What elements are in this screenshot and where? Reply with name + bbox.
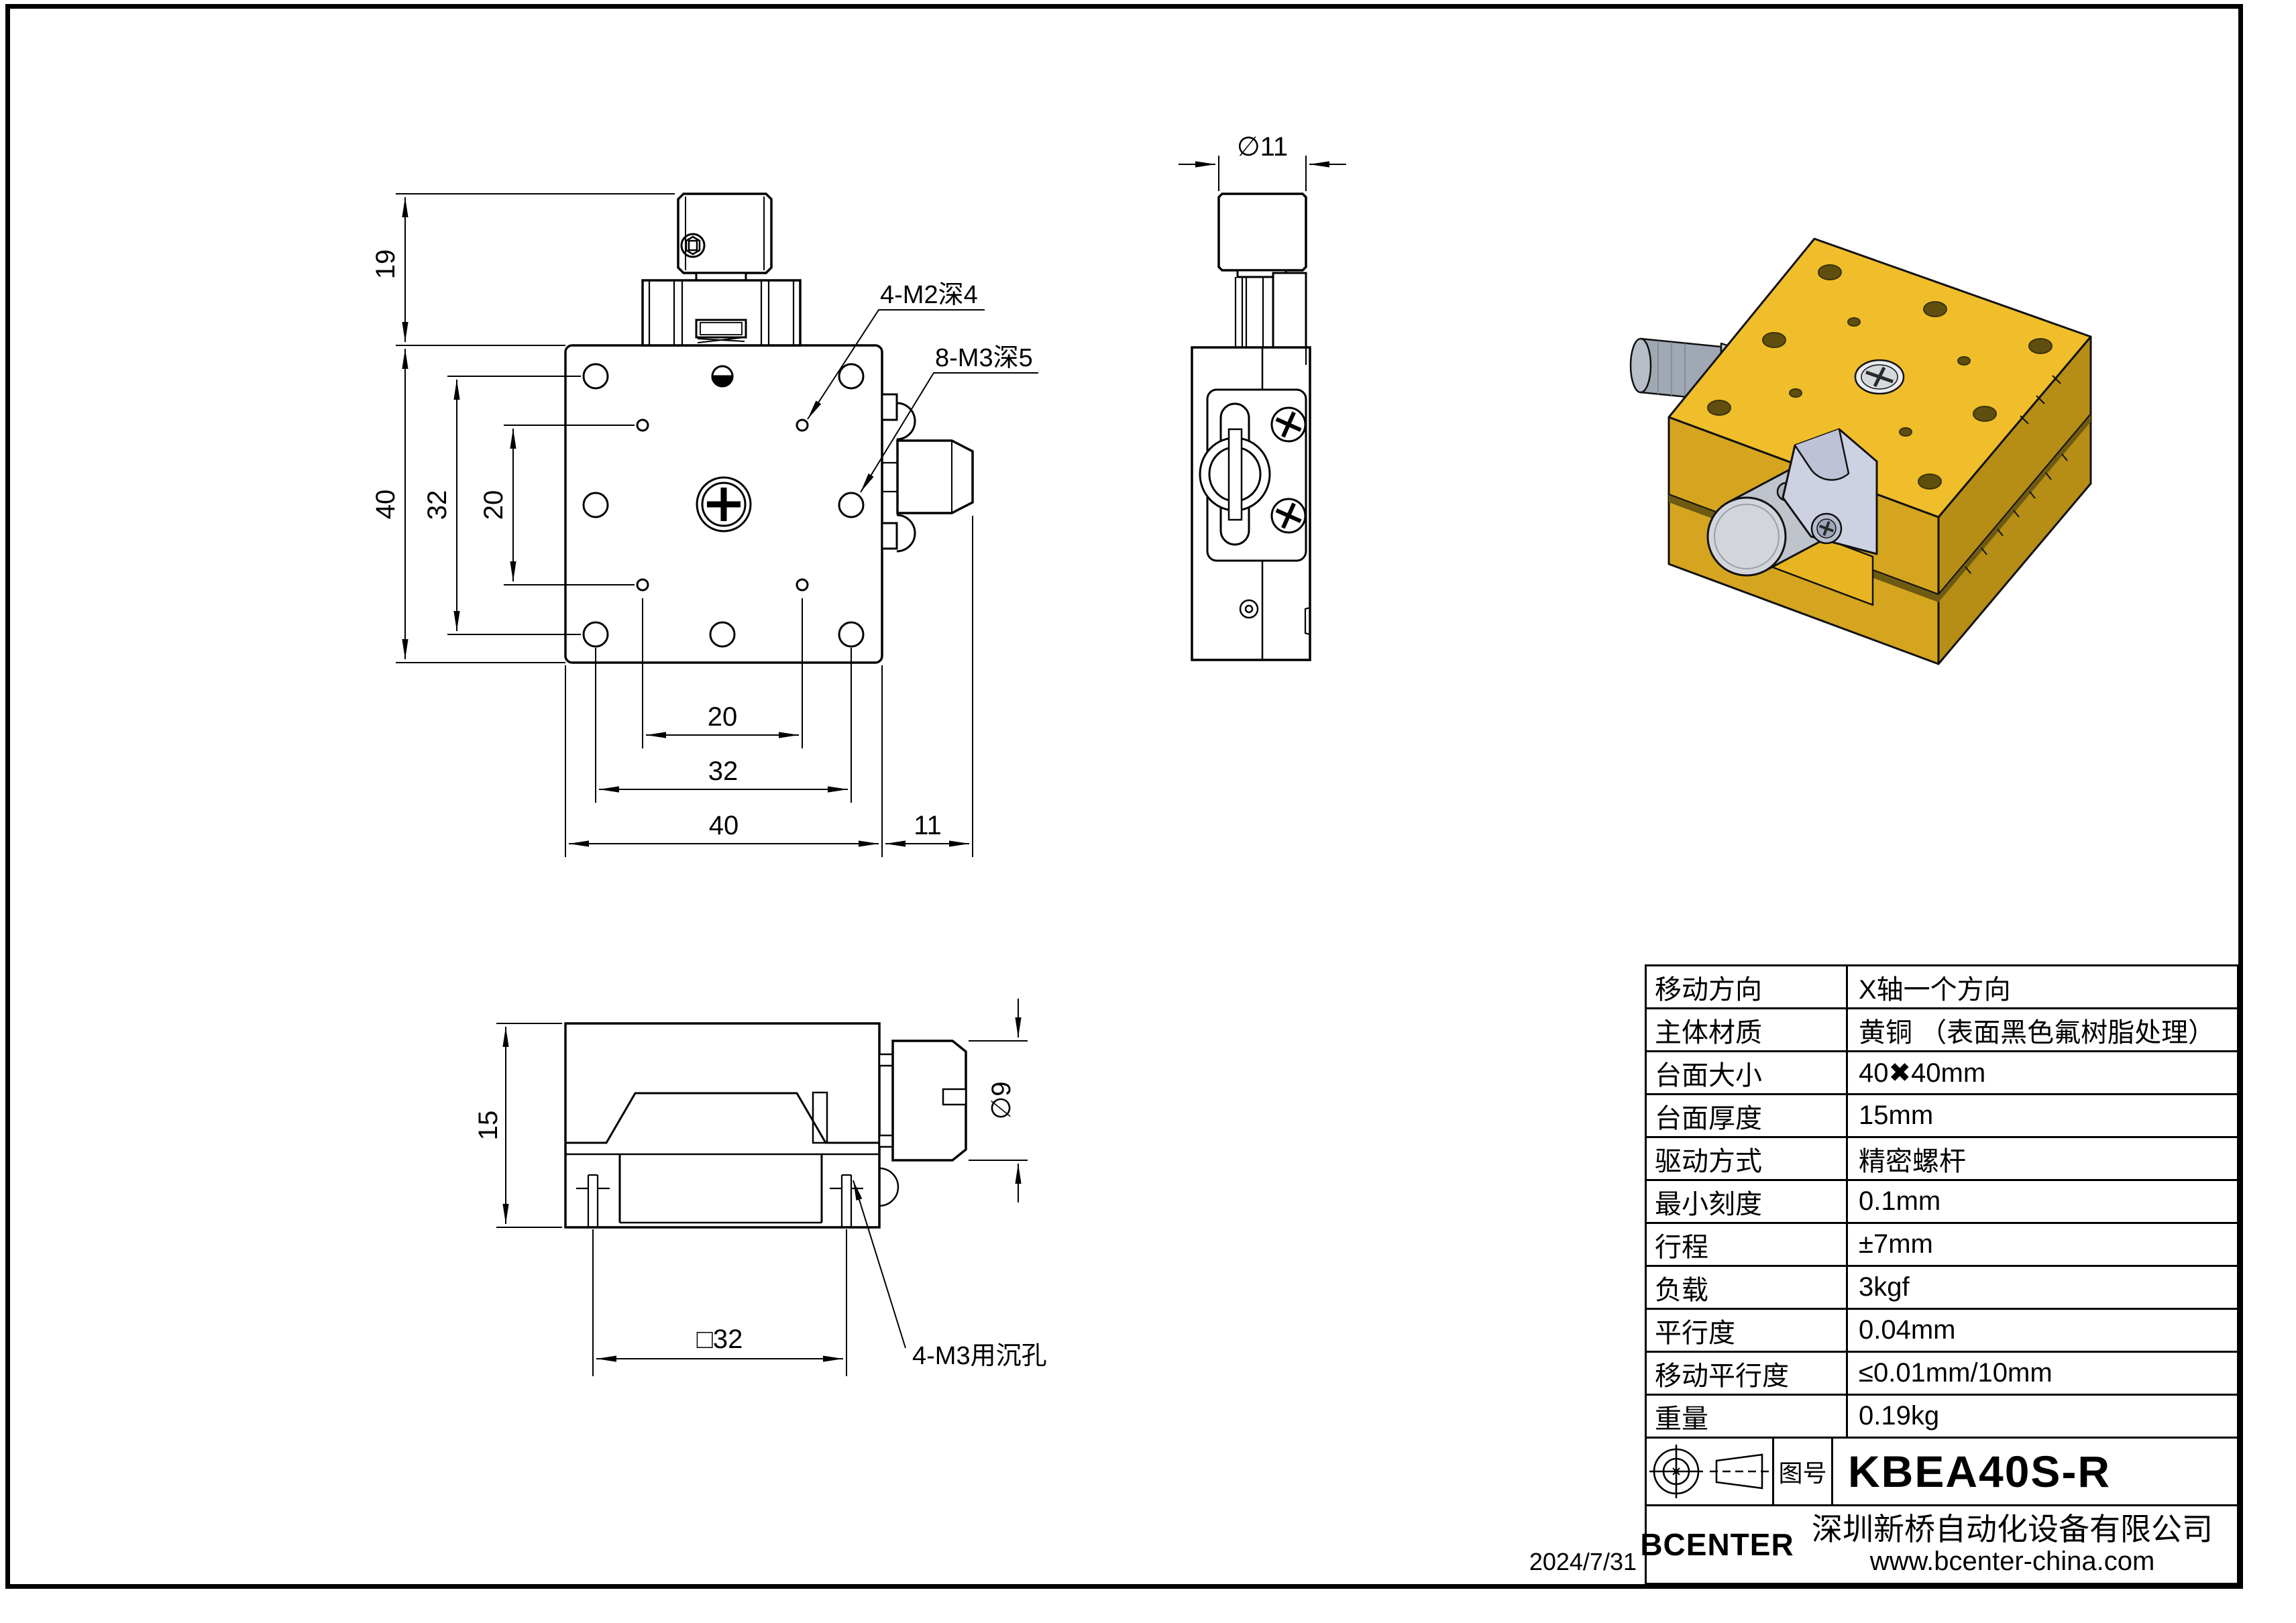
iso-clamp-icon <box>1782 428 1878 555</box>
table-row: 最小刻度 0.1mm <box>1647 1181 2237 1224</box>
spec-label: 移动平行度 <box>1647 1353 1848 1394</box>
side-view-dimensions <box>1179 156 1346 191</box>
company-name: 深圳新桥自动化设备有限公司 <box>1812 1511 2213 1547</box>
spec-value: 3kgf <box>1859 1272 1910 1302</box>
spec-value: 0.19kg <box>1859 1401 1940 1431</box>
knob-set-screw-icon <box>680 233 706 258</box>
dim-bottom-40: 40 <box>709 811 739 840</box>
dim-bottom-11: 11 <box>914 811 942 840</box>
spec-label: 主体材质 <box>1647 1009 1848 1050</box>
spec-value: 黄铜 （表面黑色氟树脂处理） <box>1859 1017 2216 1048</box>
dim-15: 15 <box>474 1111 503 1141</box>
spec-value: ±7mm <box>1859 1229 1933 1259</box>
spec-value: ≤0.01mm/10mm <box>1859 1358 2053 1388</box>
title-block-drawno-row: 图号 KBEA40S-R <box>1647 1439 2237 1506</box>
spec-value: X轴一个方向 <box>1859 974 2011 1005</box>
spec-label: 负载 <box>1647 1267 1848 1308</box>
bottom-view-dim-text: 15 □32 ∅9 4-M3用沉孔 <box>474 1081 1047 1370</box>
table-row: 移动平行度 ≤0.01mm/10mm <box>1647 1353 2237 1396</box>
dim-19: 19 <box>371 249 400 280</box>
dim-dia9: ∅9 <box>987 1081 1016 1119</box>
brand-logo: BCENTER <box>1640 1527 1794 1562</box>
spec-label: 行程 <box>1647 1224 1848 1265</box>
table-row: 台面大小 40✖40mm <box>1647 1052 2237 1095</box>
m3-holes <box>582 363 865 648</box>
spec-label: 重量 <box>1647 1396 1848 1437</box>
spec-value: 15mm <box>1859 1101 1934 1130</box>
table-row: 平行度 0.04mm <box>1647 1310 2237 1353</box>
table-row: 重量 0.19kg <box>1647 1396 2237 1439</box>
drawing-date: 2024/7/31 <box>1529 1548 1637 1575</box>
bottom-view-dimensions <box>496 999 1028 1376</box>
spec-value: 精密螺杆 <box>1859 1146 1966 1176</box>
note-counterbore: 4-M3用沉孔 <box>912 1342 1047 1370</box>
dim-20: 20 <box>479 490 508 520</box>
spec-label: 平行度 <box>1647 1310 1848 1351</box>
front-view-dim-text: 19 40 32 20 20 32 40 11 4-M2深4 8-M3深5 <box>371 249 1033 840</box>
table-row: 主体材质 黄铜 （表面黑色氟树脂处理） <box>1647 1009 2237 1052</box>
center-screw-icon <box>696 476 752 533</box>
table-row: 行程 ±7mm <box>1647 1224 2237 1267</box>
iso-center-screw-icon <box>1854 359 1905 395</box>
drawing-number: KBEA40S-R <box>1848 1447 2112 1496</box>
spec-label: 最小刻度 <box>1647 1181 1848 1222</box>
dim-bottom-20: 20 <box>708 702 738 732</box>
spec-label: 台面厚度 <box>1647 1095 1848 1136</box>
drawing-number-label: 图号 <box>1774 1439 1833 1504</box>
dim-40: 40 <box>371 490 400 520</box>
company-website: www.bcenter-china.com <box>1869 1547 2155 1577</box>
title-block-company-row: BCENTER 深圳新桥自动化设备有限公司 www.bcenter-china.… <box>1640 1506 2237 1583</box>
spec-value: 0.04mm <box>1859 1315 1956 1345</box>
dim-sq32: □32 <box>697 1325 743 1354</box>
projection-symbol-icon <box>1647 1439 1774 1504</box>
note-m2: 4-M2深4 <box>880 281 978 309</box>
dim-32: 32 <box>423 490 452 520</box>
dim-bottom-32: 32 <box>708 757 739 786</box>
front-view-dimensions <box>396 193 1038 857</box>
sheet-border-frame <box>5 4 2243 1589</box>
front-view <box>564 192 974 664</box>
table-row: 移动方向 X轴一个方向 <box>1647 966 2237 1009</box>
side-view <box>1191 192 1311 661</box>
spec-table: 移动方向 X轴一个方向 主体材质 黄铜 （表面黑色氟树脂处理） 台面大小 40✖… <box>1640 964 2239 1585</box>
table-row: 台面厚度 15mm <box>1647 1095 2237 1138</box>
iso-render <box>1629 237 2092 665</box>
bottom-view <box>564 1022 967 1229</box>
side-clamp-screws <box>1270 406 1307 534</box>
spec-label: 驱动方式 <box>1647 1138 1848 1179</box>
table-row: 驱动方式 精密螺杆 <box>1647 1138 2237 1181</box>
spec-label: 台面大小 <box>1647 1052 1848 1093</box>
iso-scale-ticks <box>1965 375 2068 574</box>
m2-holes <box>636 418 809 592</box>
dim-dia11: ∅11 <box>1237 132 1288 162</box>
spec-label: 移动方向 <box>1647 966 1848 1007</box>
spec-value: 40✖40mm <box>1859 1058 1986 1088</box>
table-row: 负载 3kgf <box>1647 1267 2237 1310</box>
note-m3: 8-M3深5 <box>935 344 1033 372</box>
spec-value: 0.1mm <box>1859 1186 1941 1216</box>
company-info: 深圳新桥自动化设备有限公司 www.bcenter-china.com <box>1788 1506 2237 1583</box>
